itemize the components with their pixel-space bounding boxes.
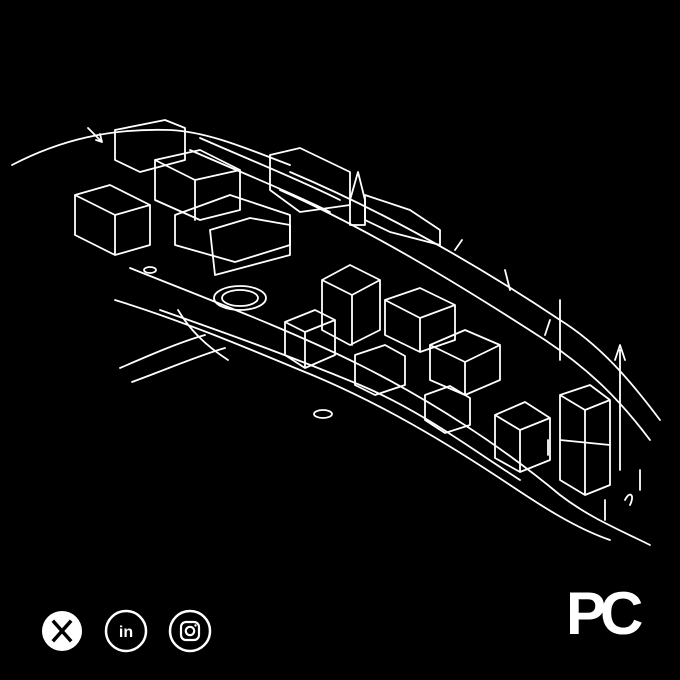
sketch-building	[384, 287, 456, 353]
sketch-building	[494, 401, 551, 473]
logo-text: PC	[566, 584, 642, 640]
sketch-rails	[189, 137, 661, 441]
sketch-building	[429, 329, 501, 396]
sketch-tower	[349, 171, 366, 226]
sketch-building	[74, 184, 151, 256]
linkedin-icon[interactable]: in	[104, 609, 148, 653]
sketch-building	[424, 385, 471, 434]
sketch-road-edge	[11, 128, 291, 166]
sketch-building	[284, 309, 336, 369]
sketch-car	[143, 266, 157, 274]
sketch-street-lower	[114, 299, 611, 541]
sketch-street-mid	[159, 309, 521, 481]
pc-logo: PC	[566, 584, 646, 640]
sketch-arrow	[87, 127, 103, 143]
sketch-plaza	[221, 289, 259, 307]
sketch-building	[364, 194, 441, 246]
sketch-plaza	[213, 285, 267, 311]
sketch-building	[321, 264, 381, 346]
instagram-icon[interactable]	[168, 609, 212, 653]
sketch-building	[559, 384, 611, 496]
sketch-cross-road	[119, 309, 229, 383]
x-icon[interactable]	[40, 609, 84, 653]
sketch-details	[454, 239, 641, 521]
sketch-building	[354, 344, 406, 396]
sketch-building	[174, 194, 291, 263]
sketch-building	[114, 119, 186, 173]
sketch-building	[209, 217, 291, 276]
linkedin-label: in	[119, 624, 133, 641]
social-links: in	[40, 609, 212, 653]
sketch-building	[154, 149, 241, 221]
sketch-car	[313, 409, 333, 419]
sketch-street-upper	[129, 267, 651, 546]
